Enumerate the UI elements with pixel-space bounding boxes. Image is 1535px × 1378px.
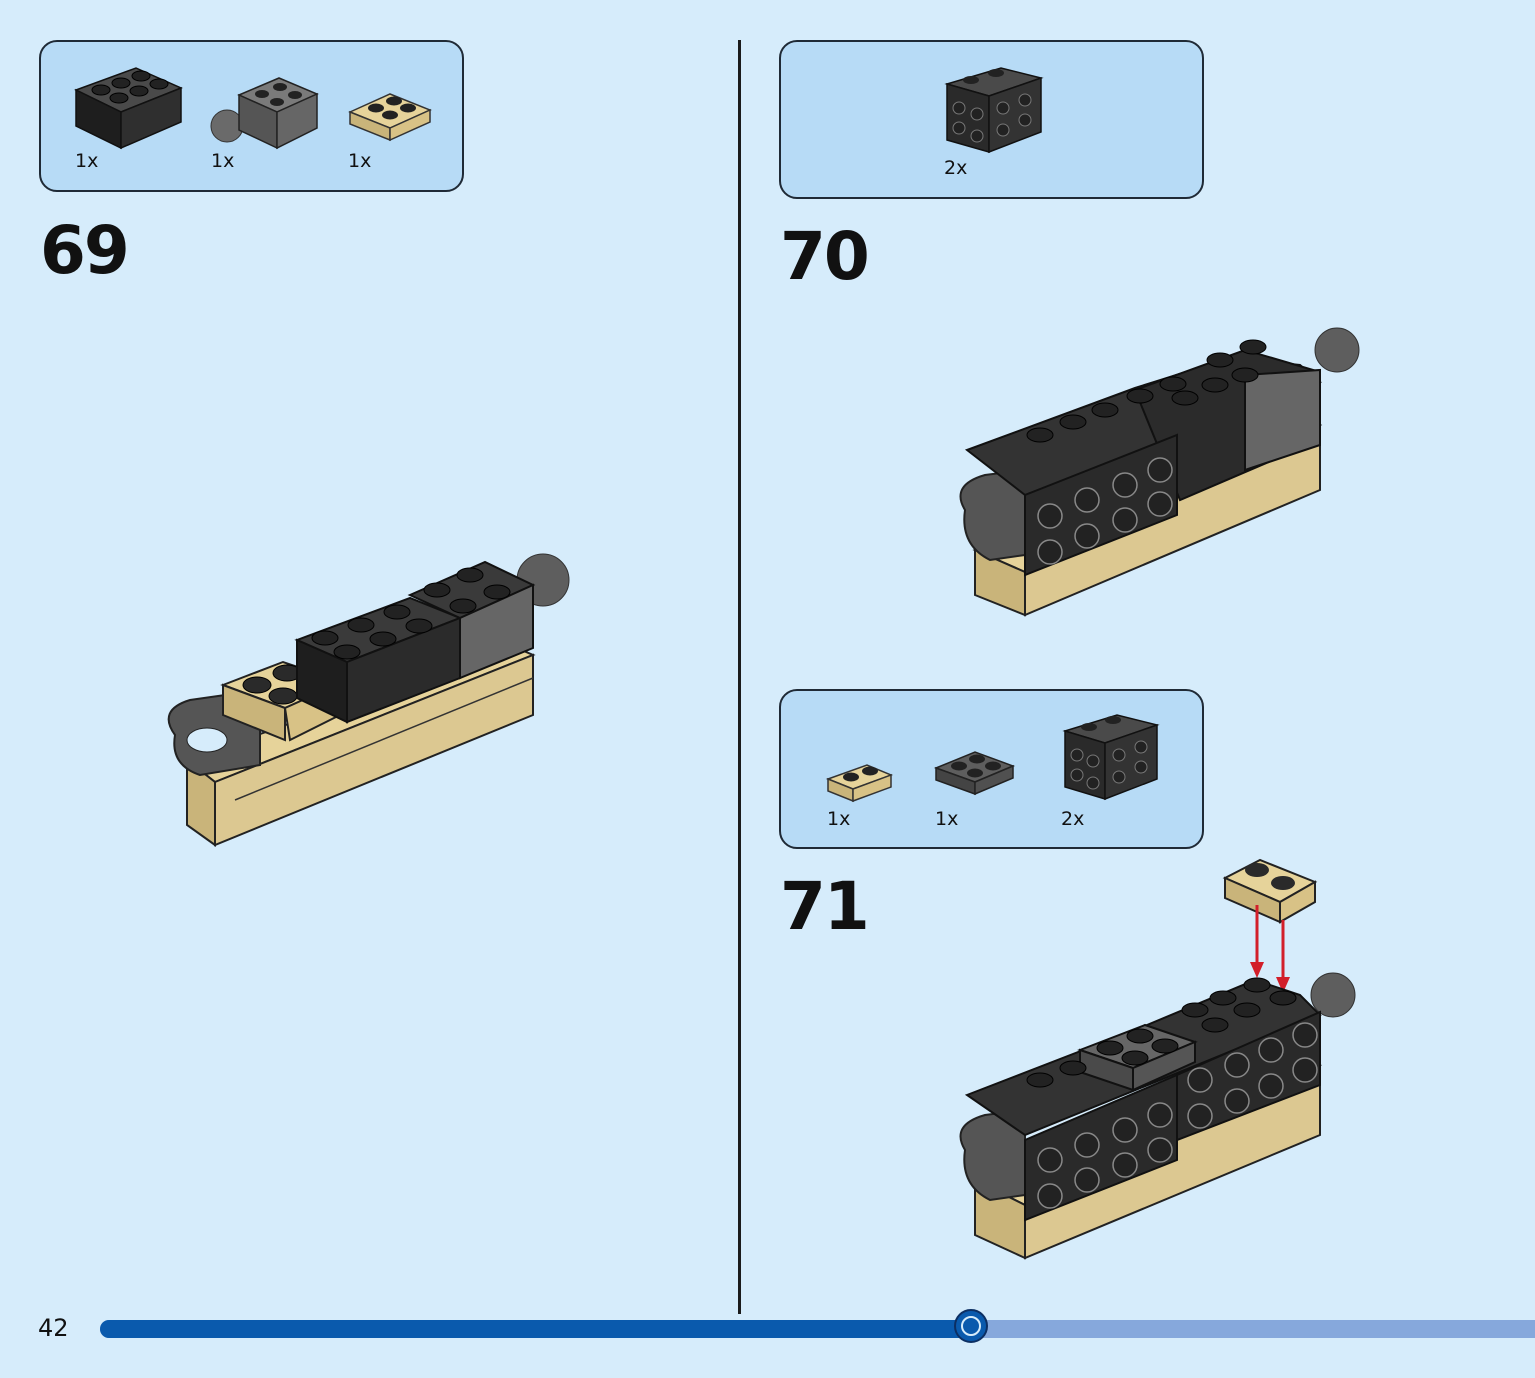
progress-bar — [100, 1309, 1535, 1343]
placement-arrow-icon — [1250, 905, 1290, 993]
parts-callout-step-70: 2x — [779, 40, 1204, 199]
part-quantity: 2x — [1061, 808, 1085, 830]
build-model-step-69 — [167, 553, 570, 847]
parts-callout-step-71: 1x 1x 2x — [779, 689, 1204, 849]
grey-plate-2x2-icon — [933, 751, 1016, 796]
black-brick-2x3-icon — [74, 67, 183, 150]
step-number-70: 70 — [780, 218, 870, 295]
part-quantity: 1x — [348, 150, 372, 172]
step-number-71: 71 — [780, 868, 870, 945]
grey-brick-ball-joint-icon — [210, 77, 319, 150]
tan-plate-2x2-icon — [348, 93, 432, 142]
part-quantity: 1x — [935, 808, 959, 830]
progress-fill — [100, 1320, 972, 1338]
build-model-step-70 — [959, 327, 1360, 617]
black-bracket-plate-icon — [944, 67, 1044, 154]
build-model-step-71 — [959, 858, 1356, 1260]
part-quantity: 2x — [944, 157, 968, 179]
progress-knob-icon — [954, 1309, 989, 1343]
part-quantity: 1x — [75, 150, 99, 172]
step-number-69: 69 — [40, 212, 130, 289]
page-divider — [738, 40, 741, 1314]
parts-callout-step-69: 1x 1x 1x — [39, 40, 464, 192]
part-quantity: 1x — [827, 808, 851, 830]
tan-plate-1x2-icon — [825, 764, 894, 803]
part-quantity: 1x — [211, 150, 235, 172]
black-bracket-plate-icon — [1062, 714, 1160, 801]
page-number: 42 — [38, 1314, 69, 1342]
